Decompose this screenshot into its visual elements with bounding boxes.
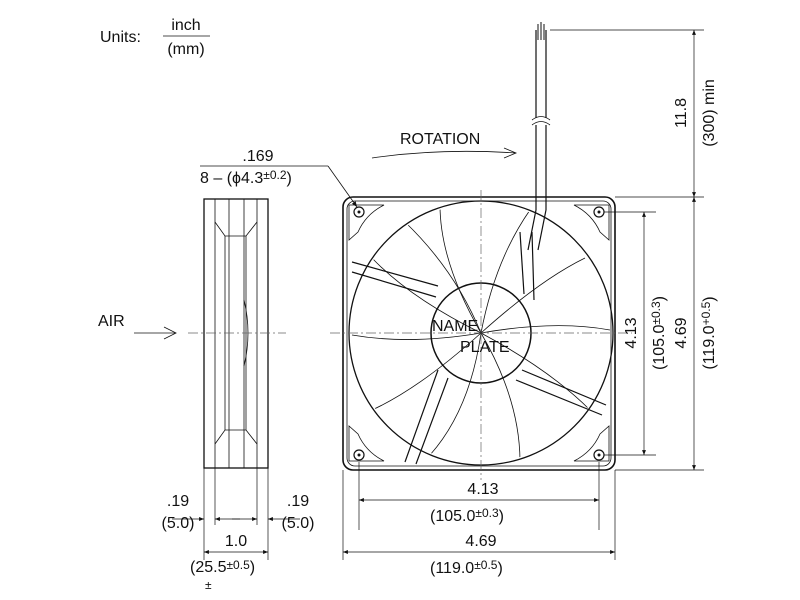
hole-pitch-v-mm: (105.0 — [651, 325, 668, 370]
height-mm-text: (119.0+0.5) — [699, 296, 718, 369]
depth-mm-text: (25.5±0.5) — [190, 558, 255, 576]
corner-pad-tl — [348, 204, 385, 241]
units-numerator: inch — [171, 17, 200, 34]
blade-11 — [404, 221, 482, 334]
nameplate-line1: NAME — [432, 318, 478, 335]
air-arrow-head — [163, 326, 177, 340]
blade-7 — [429, 332, 482, 456]
width-close: ) — [497, 560, 502, 577]
corner-pad-tr — [573, 204, 610, 241]
hole-mm: 4.3 — [241, 170, 263, 187]
strut-wire-channel — [519, 231, 535, 301]
corner-pad-br — [573, 425, 610, 462]
blade-5 — [480, 332, 591, 411]
blade-10 — [371, 257, 482, 334]
strut-left-lower — [404, 369, 449, 465]
fan-blades — [351, 204, 611, 463]
rotation-indicator: ROTATION — [371, 131, 518, 159]
air-flow-indicator: AIR — [98, 313, 177, 340]
mounting-hole-bl — [353, 449, 365, 461]
height-mm: (119.0 — [701, 325, 718, 369]
blade-4 — [480, 325, 611, 334]
height-tol: +0.5 — [699, 301, 713, 325]
nameplate-line2: PLATE — [460, 339, 510, 356]
air-label: AIR — [98, 313, 125, 330]
side-chamfer-top — [214, 221, 258, 237]
blade-3 — [480, 257, 586, 334]
front-dimensions: 4.13 (105.0±0.3) 4.69 (119.0±0.5) 4.13 (… — [342, 29, 718, 577]
wire-upper — [535, 30, 547, 118]
wire-lower — [527, 125, 547, 251]
stray-plus-minus: ± — [205, 578, 212, 592]
flange-right-inch: .19 — [287, 493, 309, 510]
units-legend: Units: inch (mm) — [100, 17, 210, 58]
depth-mm: (25.5 — [190, 559, 227, 576]
hole-inch: .169 — [242, 148, 273, 165]
hole-leader — [327, 165, 358, 208]
side-view — [188, 198, 286, 469]
wire-break-bottom — [531, 121, 551, 126]
depth-inch: 1.0 — [225, 533, 247, 550]
side-chamfer-bottom — [214, 429, 258, 445]
mounting-hole-br — [593, 449, 605, 461]
hole-pitch-v-tol: ±0.3 — [649, 301, 663, 325]
side-frame-outline — [203, 198, 269, 469]
rotation-arrow-curve — [371, 150, 517, 159]
hole-pitch-h-mm: (105.0 — [430, 508, 475, 525]
mounting-hole-tl — [353, 206, 365, 218]
front-view: NAME PLATE — [330, 22, 632, 480]
lead-wire-inch: 11.8 — [673, 98, 690, 128]
hole-pitch-h-close: ) — [499, 508, 504, 525]
blade-1 — [439, 204, 482, 334]
blade-6 — [480, 332, 521, 463]
hole-pitch-v-mm-text: (105.0±0.3) — [649, 296, 668, 370]
flange-left-mm: (5.0) — [162, 515, 195, 532]
hole-pitch-v-close: ) — [651, 296, 668, 301]
wire-break-top — [531, 116, 551, 121]
lead-wire-mm: (300) min — [701, 79, 718, 147]
mounting-hole-callout: .169 8 – (ϕ4.3±0.2) — [200, 148, 358, 208]
height-close: ) — [701, 296, 718, 301]
depth-close: ) — [250, 559, 255, 576]
corner-pad-bl — [348, 425, 385, 462]
strut-right-lower — [515, 369, 607, 416]
hole-mm-text: 8 – (ϕ4.3±0.2) — [200, 168, 292, 187]
flange-left-inch: .19 — [167, 493, 189, 510]
units-label: Units: — [100, 29, 141, 46]
hole-pitch-h-inch: 4.13 — [467, 481, 498, 498]
blade-2 — [480, 209, 531, 334]
hole-count: 8 – (ϕ — [200, 170, 241, 187]
hole-tol: ±0.2 — [263, 168, 287, 182]
hole-pitch-h-mm-text: (105.0±0.3) — [430, 506, 504, 525]
rotation-arrow-head — [503, 147, 518, 159]
frame-outer — [342, 196, 616, 471]
lead-wire — [527, 22, 551, 251]
width-mm: (119.0 — [430, 560, 474, 577]
units-denominator: (mm) — [167, 41, 204, 58]
width-tol: ±0.5 — [474, 558, 498, 572]
height-inch: 4.69 — [673, 317, 690, 348]
hole-close: ) — [287, 170, 292, 187]
strut-left-upper — [351, 261, 439, 298]
blade-9 — [351, 332, 482, 340]
mounting-hole-tr — [593, 206, 605, 218]
flange-right-mm: (5.0) — [282, 515, 315, 532]
side-dimensions: .19 (5.0) .19 (5.0) 1.0 (25.5±0.5) ± — [162, 468, 315, 592]
rotation-label: ROTATION — [400, 131, 480, 148]
hole-pitch-v-inch: 4.13 — [623, 317, 640, 348]
width-inch: 4.69 — [465, 533, 496, 550]
wire-strands — [537, 22, 545, 40]
blade-8 — [371, 332, 482, 411]
depth-tol: ±0.5 — [226, 558, 250, 572]
hole-pitch-h-tol: ±0.3 — [475, 506, 499, 520]
width-mm-text: (119.0±0.5) — [430, 558, 503, 577]
